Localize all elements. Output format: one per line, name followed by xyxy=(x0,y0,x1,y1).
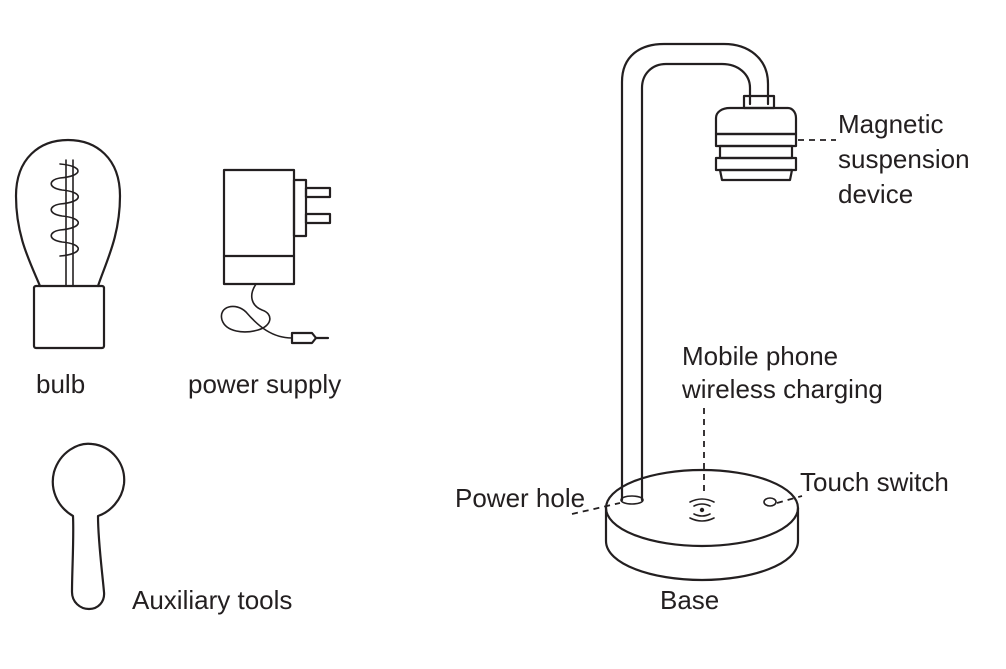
base-top xyxy=(604,468,800,548)
label-base: Base xyxy=(660,585,720,615)
leader-power-hole xyxy=(571,502,621,515)
adapter-prong xyxy=(304,212,332,225)
auxiliary-tool-outline xyxy=(51,442,126,611)
socket-neck xyxy=(742,94,776,110)
label-touch-switch: Touch switch xyxy=(800,467,949,497)
base-side xyxy=(604,506,800,582)
bulb-filament-spiral xyxy=(50,163,80,257)
power-hole xyxy=(620,495,644,505)
label-magnetic-line-3: device xyxy=(838,179,914,209)
bulb-illustration xyxy=(14,138,122,350)
label-wireless-line-2: wireless charging xyxy=(682,374,883,404)
power-supply-illustration xyxy=(220,168,332,345)
auxiliary-tool-illustration xyxy=(51,442,126,611)
socket-bottom xyxy=(718,168,794,182)
label-magnetic-line-1: Magnetic xyxy=(838,109,944,139)
touch-switch-button xyxy=(763,497,777,507)
bulb-glass xyxy=(14,138,122,288)
socket-cap xyxy=(714,106,798,136)
label-auxiliary-tools: Auxiliary tools xyxy=(132,585,293,615)
label-magnetic-line-2: suspension xyxy=(838,144,970,174)
adapter-plug-base xyxy=(292,178,308,238)
adapter-cable xyxy=(220,283,293,339)
socket-ring xyxy=(714,132,798,148)
leader-touch-switch xyxy=(776,495,803,504)
wireless-charging-icon xyxy=(689,498,715,522)
lamp-illustration xyxy=(604,42,800,582)
socket-ring xyxy=(718,144,794,160)
socket-ring xyxy=(714,156,798,172)
adapter-prong xyxy=(304,186,332,199)
label-wireless-line-1: Mobile phone xyxy=(682,341,839,371)
label-power-supply: power supply xyxy=(188,369,342,399)
label-bulb: bulb xyxy=(36,369,86,399)
label-power-hole: Power hole xyxy=(455,483,586,513)
bulb-base xyxy=(32,284,106,350)
lamp-arm xyxy=(620,42,770,502)
adapter-dc-plug xyxy=(290,331,318,345)
adapter-body xyxy=(222,168,296,286)
